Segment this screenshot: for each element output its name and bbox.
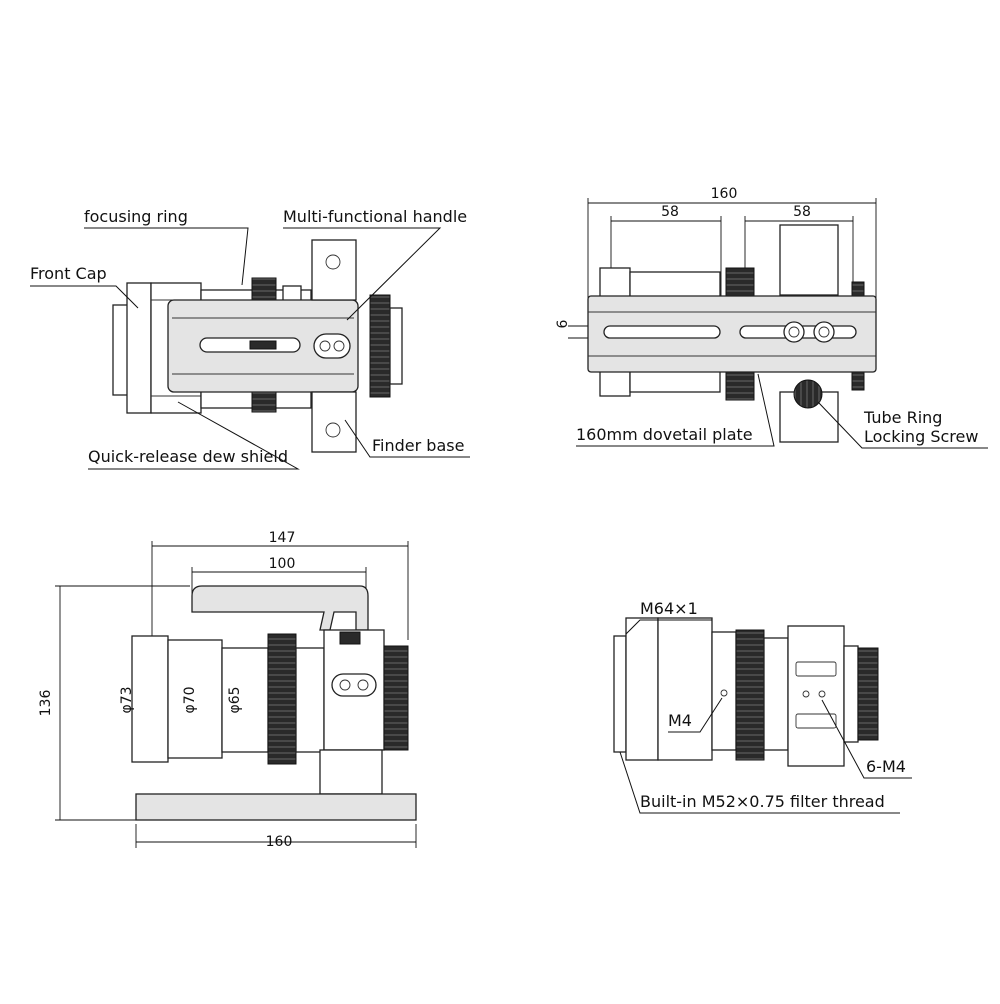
dim-d70: φ70 [182,686,198,713]
rv-dew-shield [657,617,713,761]
label-finder-base: Finder base [372,436,464,455]
dovetail-plate [587,295,877,373]
finder-holes [313,333,351,359]
dim-plate-160: 160 [266,834,293,850]
rv-focusing-ring [735,629,765,761]
rv-tube-ring [787,625,845,767]
focus-knob-top [251,277,277,301]
sv-lock-knob [339,631,361,645]
bv-knob-bottom [725,369,755,401]
bv-ring-bottom [779,391,839,443]
plate-hole-1 [783,321,805,343]
finder-base-block [311,391,357,453]
rv-front-lip [613,635,627,753]
label-m64: M64×1 [640,599,698,618]
label-m4: M4 [668,711,692,730]
rv-rear-end [843,645,859,743]
front-cap [126,282,152,414]
bv-knob-top [725,267,755,299]
rv-rear-ring [857,647,879,741]
ring-top [311,239,357,301]
sv-finder-holes [331,673,377,697]
dim-length-147: 147 [269,530,296,546]
rear-view: M64×1 M4 6-M4 Built-in M52×0.75 filter t… [613,599,912,814]
bottom-view: 160 58 58 6 160mm dovetail pla [555,186,988,449]
dim-height-136: 136 [38,690,54,717]
locking-screw-icon [793,379,823,409]
label-locking-screw: Locking Screw [864,427,978,446]
carry-handle [191,585,369,631]
dim-right-58: 58 [793,204,811,220]
label-focusing-ring: focusing ring [84,207,188,226]
sv-tube-rear [295,647,325,753]
top-view: focusing ring Multi-functional handle Fr… [30,207,470,470]
label-multifunctional-handle: Multi-functional handle [283,207,467,226]
label-dew-shield: Quick-release dew shield [88,447,288,466]
rear-focuser-ring [369,294,391,398]
label-6-m4: 6-M4 [866,757,906,776]
side-view: 147 100 136 160 φ73 φ70 φ65 [38,530,417,850]
rv-hole-2 [818,690,826,698]
dim-left-58: 58 [661,204,679,220]
plate-slot-left [603,325,721,339]
dim-overall-160: 160 [711,186,738,202]
rv-front-cap [625,617,659,761]
plate-hole-2 [813,321,835,343]
sv-focusing-ring [267,633,297,765]
label-front-cap: Front Cap [30,264,107,283]
slot-screw [249,340,277,350]
rv-hole-1 [802,690,810,698]
sv-front-cap [131,635,169,763]
bv-rear-bottom [851,371,865,391]
bv-ring-top [779,224,839,296]
label-tube-ring: Tube Ring [863,408,942,427]
dim-handle-100: 100 [269,556,296,572]
sv-rear-ring [383,645,409,751]
sv-ring-foot [319,749,383,795]
rv-tube [711,631,737,751]
rear-end [389,307,403,385]
rv-tube-rear [763,637,789,751]
label-filter-thread: Built-in M52×0.75 filter thread [640,792,885,811]
dim-d73: φ73 [119,686,135,713]
dim-d65: φ65 [227,686,243,713]
dim-slot-6: 6 [555,319,571,328]
rv-m4-hole [720,689,728,697]
sv-dovetail-plate [135,793,417,821]
label-dovetail-plate: 160mm dovetail plate [576,425,753,444]
